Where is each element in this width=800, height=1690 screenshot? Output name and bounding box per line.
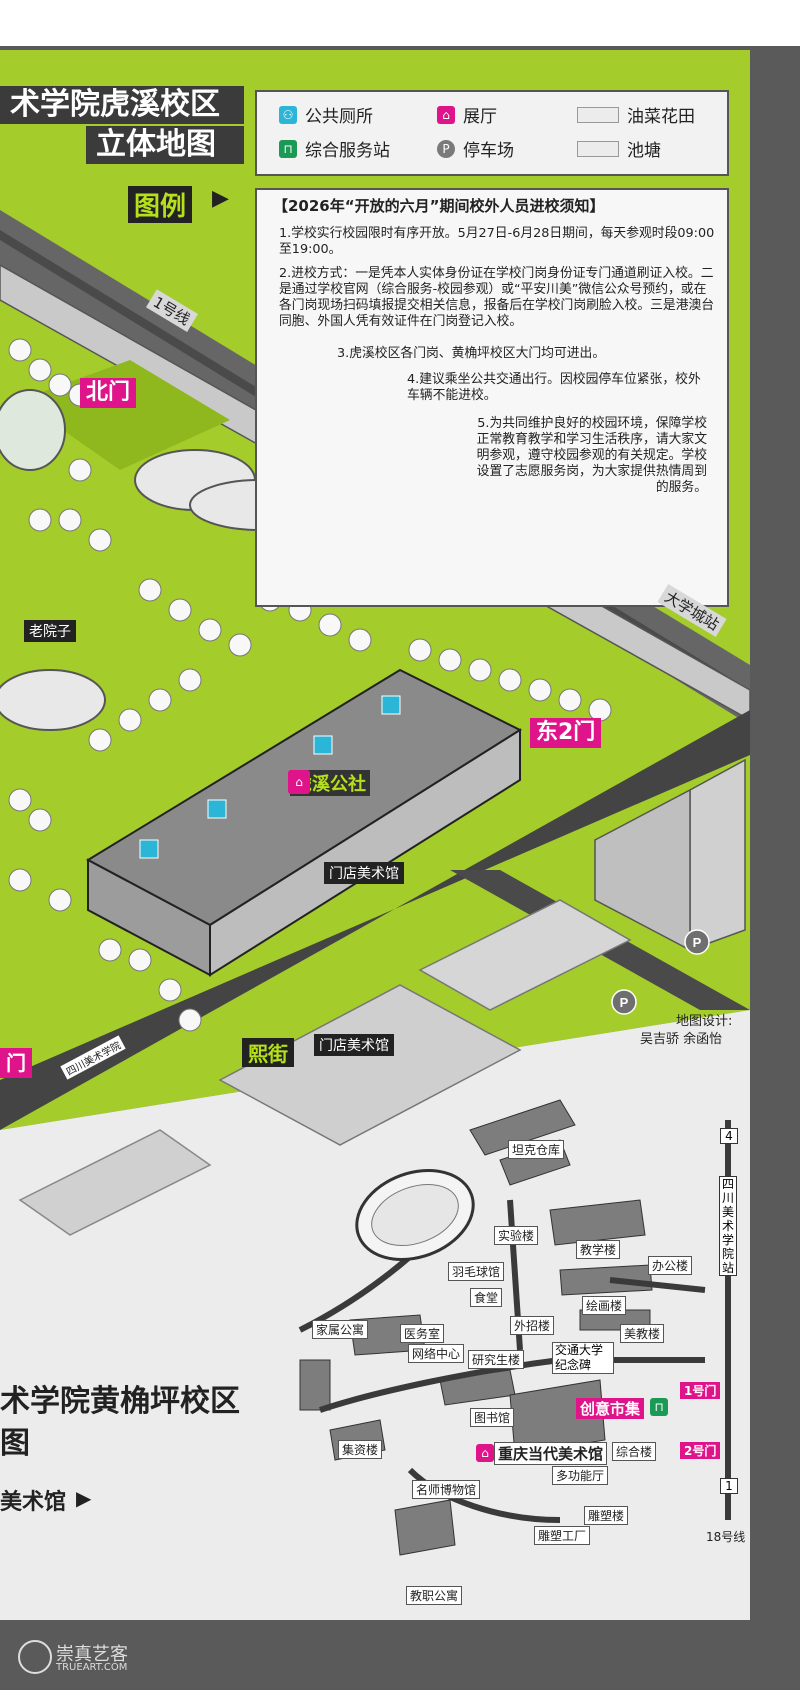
gate-1-label: 1号门 <box>680 1382 721 1399</box>
tank-warehouse-label: 坦克仓库 <box>508 1140 565 1159</box>
monument-label: 交通大学纪念碑 <box>552 1342 614 1374</box>
graduate-building-label: 研究生楼 <box>468 1350 525 1369</box>
multi-hall-label: 多功能厅 <box>552 1466 609 1485</box>
restroom-icon <box>139 839 159 859</box>
restroom-icon <box>381 695 401 715</box>
restroom-icon <box>313 735 333 755</box>
legend-item-rapeseed: 油菜花田 <box>577 102 695 127</box>
family-apartment-label: 家属公寓 <box>312 1320 369 1339</box>
line-18-label: 18号线 <box>706 1530 746 1544</box>
art-education-label: 美教楼 <box>620 1324 665 1343</box>
credit-title: 地图设计: <box>676 1014 733 1029</box>
canteen-label: 食堂 <box>470 1288 503 1307</box>
xijie-label: 熙街 <box>242 1038 294 1067</box>
huxi-title-line2: 立体地图 <box>86 126 244 164</box>
teaching-building-label: 教学楼 <box>576 1240 621 1259</box>
legend-label-service: 综合服务站 <box>305 141 390 161</box>
badminton-hall-label: 羽毛球馆 <box>448 1262 505 1281</box>
notice-item-3: 3.虎溪校区各门岗、黄桷坪校区大门均可进出。 <box>337 346 606 361</box>
notice-item-4: 4.建议乘坐公共交通出行。因校园停车位紧张，校外车辆不能进校。 <box>407 372 701 403</box>
hjp-gallery-link[interactable]: 美术馆 <box>0 1490 67 1515</box>
svg-text:P: P <box>620 995 629 1010</box>
legend-arrow-icon: ▶ <box>212 186 229 211</box>
watermark-url: TRUEART.COM <box>56 1662 128 1673</box>
legend-panel: ⚇ 公共厕所 ⌂ 展厅 油菜花田 ⊓ 综合服务站 P 停车场 池塘 <box>255 90 729 176</box>
painting-building-label: 绘画楼 <box>582 1296 627 1315</box>
huxi-title-line1: 术学院虎溪校区 <box>0 86 244 124</box>
hjp-title-line1: 术学院黄桷坪校区 <box>0 1384 240 1419</box>
east-gate-2-pin: 东2门 <box>530 718 602 748</box>
legend-label-rapeseed: 油菜花田 <box>627 107 695 127</box>
svg-text:P: P <box>693 935 702 950</box>
legend-label-pond: 池塘 <box>627 141 661 161</box>
exhibition-hall-icon: ⌂ <box>288 770 310 794</box>
metro-station-label: 四川美术学院站 <box>719 1176 737 1276</box>
watermark-text: 崇真艺客 <box>56 1644 128 1665</box>
gate-2-label: 2号门 <box>680 1442 721 1459</box>
chongqing-museum-label: 重庆当代美术馆 <box>494 1442 608 1465</box>
rapeseed-field-swatch <box>577 106 619 123</box>
sculpture-factory-label: 雕塑工厂 <box>534 1526 591 1545</box>
legend-item-pond: 池塘 <box>577 136 661 161</box>
legend-item-exhibition: ⌂ 展厅 <box>437 102 497 127</box>
notice-item-1: 1.学校实行校园限时有序开放。5月27日-6月28日期间，每天参观时段09:00… <box>279 226 715 257</box>
exhibition-hall-icon: ⌂ <box>476 1444 494 1462</box>
creative-market-label: 创意市集 <box>576 1398 645 1419</box>
lab-label: 实验楼 <box>494 1226 539 1245</box>
legend-item-parking: P 停车场 <box>437 136 514 161</box>
foreign-building-label: 外招楼 <box>510 1316 555 1335</box>
store-gallery-label-2: 门店美术馆 <box>314 1034 394 1056</box>
legend-heading: 图例 <box>128 186 193 223</box>
gate-pin-partial: 门 <box>0 1048 32 1078</box>
masters-museum-label: 名师博物馆 <box>412 1480 481 1499</box>
metro-line-4-marker: 4 <box>720 1128 738 1144</box>
exhibition-hall-icon: ⌂ <box>437 105 455 124</box>
visitor-notice: 【2026年“开放的六月”期间校外人员进校须知】 1.学校实行校园限时有序开放。… <box>255 188 729 607</box>
office-building-label: 办公楼 <box>648 1256 693 1275</box>
notice-item-5: 5.为共同维护良好的校园环境，保障学校正常教育教学和学习生活秩序，请大家文明参观… <box>476 416 707 495</box>
staff-apartment-label: 教职公寓 <box>406 1586 463 1605</box>
legend-label-restroom: 公共厕所 <box>305 107 373 127</box>
complex-building-label: 综合楼 <box>612 1442 657 1461</box>
store-gallery-label: 门店美术馆 <box>324 862 404 884</box>
parking-icon-2: P <box>611 989 637 1015</box>
parking-icon-1: P <box>684 929 710 955</box>
restroom-icon <box>207 799 227 819</box>
hjp-title-line2: 图 <box>0 1426 30 1461</box>
legend-item-restroom: ⚇ 公共厕所 <box>279 102 373 127</box>
legend-item-service: ⊓ 综合服务站 <box>279 136 390 161</box>
hjp-arrow-icon: ▶ <box>76 1486 92 1510</box>
credit-names: 吴吉骄 余函怡 <box>640 1032 723 1047</box>
old-yard-label: 老院子 <box>24 620 76 642</box>
service-station-icon: ⊓ <box>650 1398 668 1416</box>
metro-line-1-marker: 1 <box>720 1478 738 1494</box>
north-gate-pin: 北门 <box>80 378 137 408</box>
network-center-label: 网络中心 <box>408 1344 465 1363</box>
legend-label-exhibition: 展厅 <box>463 107 497 127</box>
legend-label-parking: 停车场 <box>463 141 514 161</box>
parking-icon: P <box>437 139 455 158</box>
notice-heading: 【2026年“开放的六月”期间校外人员进校须知】 <box>273 197 605 215</box>
service-station-icon: ⊓ <box>279 139 297 158</box>
notice-item-2: 2.进校方式：一是凭本人实体身份证在学校门岗身份证专门通道刷证入校。二是通过学校… <box>279 266 715 329</box>
pond-swatch <box>577 140 619 157</box>
sculpture-building-label: 雕塑楼 <box>584 1506 629 1525</box>
collective-building-label: 集资楼 <box>338 1440 383 1459</box>
restroom-icon: ⚇ <box>279 105 297 124</box>
watermark-logo-icon <box>18 1640 52 1674</box>
clinic-label: 医务室 <box>400 1324 445 1343</box>
library-label: 图书馆 <box>470 1408 515 1427</box>
